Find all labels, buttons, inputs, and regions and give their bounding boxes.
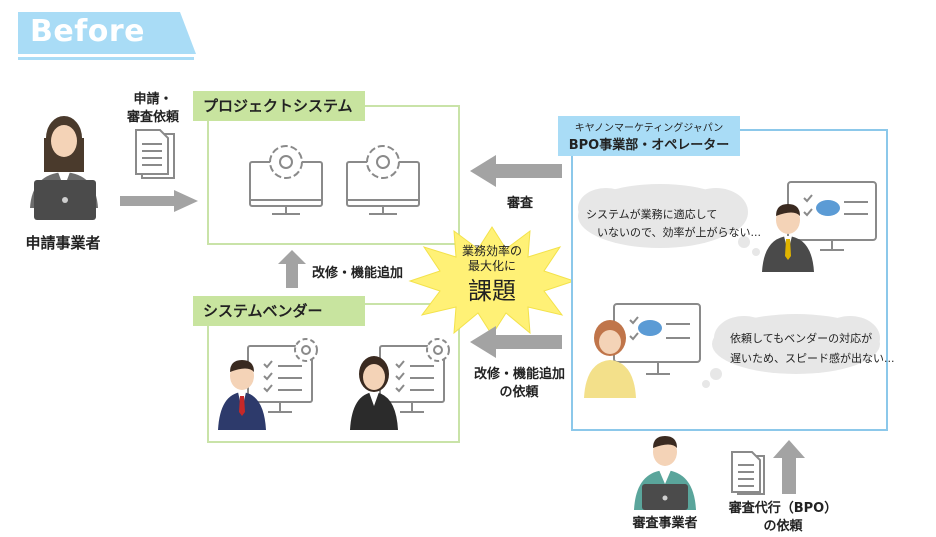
arrow-up-to-operator-icon xyxy=(773,440,805,494)
request-label-line2: 審査依頼 xyxy=(126,110,179,125)
before-banner xyxy=(18,12,196,60)
applicant-person-icon xyxy=(30,116,98,220)
gear-monitor-icon xyxy=(249,145,323,215)
bpo-request-label-line2: の依頼 xyxy=(763,519,803,534)
vendor-woman-at-monitor-icon xyxy=(350,338,450,430)
bubble2-line1: 依頼してもベンダーの対応が xyxy=(730,332,873,345)
operator-title-line1: キヤノンマーケティングジャパン xyxy=(574,123,724,134)
reviewer-label: 審査事業者 xyxy=(632,516,698,531)
burst-line1: 業務効率の xyxy=(462,244,523,258)
reviewer-person-icon xyxy=(634,436,696,510)
operator-man-at-monitor-icon xyxy=(762,181,877,272)
thought-bubble-1 xyxy=(578,184,760,256)
bpo-request-label-line1: 審査代行（BPO） xyxy=(728,501,838,516)
operator-woman-at-monitor-icon xyxy=(584,303,701,398)
operator-title-line2: BPO事業部・オペレーター xyxy=(568,138,730,153)
review-label: 審査 xyxy=(506,196,533,211)
burst-line3: 課題 xyxy=(468,277,516,305)
document-icon xyxy=(731,451,765,495)
arrow-up-icon xyxy=(278,250,306,288)
project-system-title: プロジェクトシステム xyxy=(193,91,365,121)
applicant-label: 申請事業者 xyxy=(25,234,101,252)
document-icon xyxy=(135,129,175,179)
bubble1-line2: いないので、効率が上がらない... xyxy=(597,226,762,239)
arrow-left-modify-request-icon xyxy=(470,326,562,358)
gear-monitor-icon xyxy=(346,145,420,215)
banner-title: Before xyxy=(30,14,146,49)
system-vendor-title: システムベンダー xyxy=(193,296,365,326)
modify-request-label-line1: 改修・機能追加 xyxy=(474,367,566,382)
vendor-man-at-monitor-icon xyxy=(218,338,318,430)
modify-request-label-line2: の依頼 xyxy=(499,385,539,400)
operator-title-tab xyxy=(558,116,740,156)
bubble2-line2: 遅いため、スピード感が出ない... xyxy=(730,352,895,365)
thought-bubble-2 xyxy=(702,314,880,388)
bubble1-line1: システムが業務に適応して xyxy=(586,208,718,221)
arrow-left-review-icon xyxy=(470,155,562,187)
arrow-right-to-project-icon xyxy=(120,190,198,212)
request-label-line1: 申請・ xyxy=(133,92,173,107)
modify-label: 改修・機能追加 xyxy=(312,266,404,281)
burst-line2: 最大化に xyxy=(467,259,516,273)
